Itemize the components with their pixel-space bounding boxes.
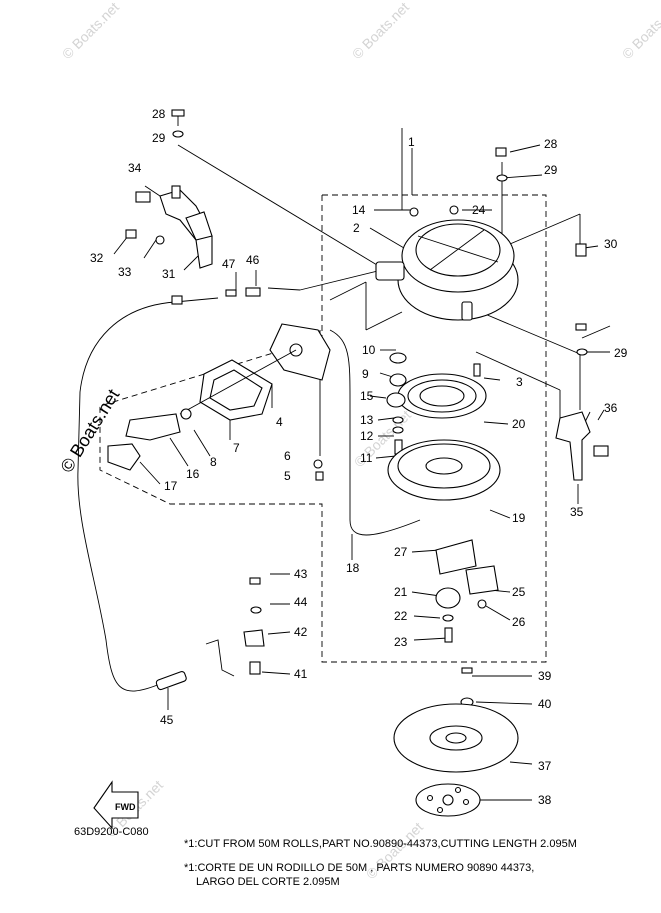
watermark: © Boats.net (349, 0, 412, 62)
starter-plate (393, 667, 519, 817)
callout-6: 6 (284, 449, 291, 463)
callout-1: 1 (408, 135, 415, 149)
assembly-boundaries (99, 194, 547, 663)
callout-25: 25 (512, 585, 526, 599)
callout-33: 33 (118, 265, 132, 279)
callout-45: 45 (160, 713, 174, 727)
callout-41: 41 (294, 667, 308, 681)
callout-36: 36 (604, 401, 618, 415)
callout-40: 40 (538, 697, 552, 711)
callout-30: 30 (604, 237, 618, 251)
callout-46: 46 (246, 253, 260, 267)
callout-23: 23 (394, 635, 408, 649)
callout-19: 19 (512, 511, 526, 525)
callout-34: 34 (128, 161, 142, 175)
callout-4: 4 (276, 415, 283, 429)
fwd-label: FWD (115, 802, 136, 812)
callout-44: 44 (294, 595, 308, 609)
callout-28: 28 (544, 137, 558, 151)
callout-47: 47 (222, 257, 236, 271)
handle-assembly (107, 323, 331, 481)
callout-5: 5 (284, 469, 291, 483)
note-line-3: LARGO DEL CORTE 2.095M (196, 876, 340, 888)
callout-17: 17 (164, 479, 178, 493)
callout-38: 38 (538, 793, 552, 807)
watermark: © Boats.net (619, 0, 661, 62)
callout-2: 2 (353, 221, 360, 235)
callout-11: 11 (360, 451, 373, 465)
callout-37: 37 (538, 759, 552, 773)
callout-29: 29 (152, 131, 166, 145)
watermark: © Boats.net (59, 0, 122, 62)
callout-42: 42 (294, 625, 308, 639)
callout-35: 35 (570, 505, 584, 519)
lower-linkage (155, 577, 265, 691)
starter-housing (375, 205, 519, 321)
callout-27: 27 (394, 545, 408, 559)
note-line-1: *1:CUT FROM 50M ROLLS,PART NO.90890-4437… (184, 838, 577, 850)
callout-7: 7 (233, 441, 240, 455)
callout-32: 32 (90, 251, 104, 265)
bracket-31 (125, 109, 261, 305)
bracket-35 (495, 147, 609, 481)
callout-16: 16 (186, 467, 200, 481)
callout-26: 26 (512, 615, 526, 629)
callout-8: 8 (210, 455, 217, 469)
callout-21: 21 (394, 585, 408, 599)
callout-39: 39 (538, 669, 552, 683)
callout-43: 43 (294, 567, 308, 581)
callout-13: 13 (360, 413, 374, 427)
note-line-2: *1:CORTE DE UN RODILLO DE 50M , PARTS NU… (184, 862, 535, 874)
diagram-code: 63D9200-C080 (74, 826, 149, 838)
callout-14: 14 (352, 203, 366, 217)
callouts: 1 2 3 4 5 6 7 8 9 10 11 12 13 14 15 16 1… (90, 107, 628, 807)
callout-29: 29 (544, 163, 558, 177)
callout-15: 15 (360, 389, 374, 403)
callout-18: 18 (346, 561, 360, 575)
callout-20: 20 (512, 417, 526, 431)
callout-12: 12 (360, 429, 374, 443)
callout-31: 31 (162, 267, 176, 281)
callout-10: 10 (362, 343, 376, 357)
fwd-arrow: FWD (93, 780, 139, 830)
callout-29: 29 (614, 346, 628, 360)
callout-28: 28 (152, 107, 166, 121)
callout-24: 24 (472, 203, 486, 217)
reel-assembly (386, 352, 501, 643)
callout-3: 3 (516, 375, 523, 389)
callout-22: 22 (394, 609, 408, 623)
callout-9: 9 (362, 367, 369, 381)
